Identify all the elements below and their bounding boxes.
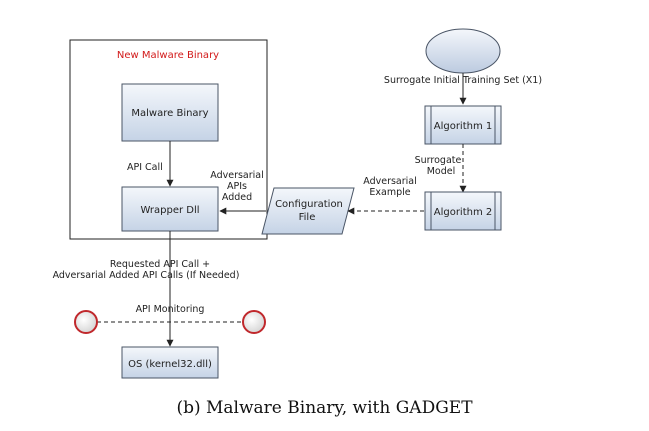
algorithm-1-box [424, 105, 502, 145]
adversarial-apis-label-3: Added [222, 192, 252, 203]
requested-api-call-label-2: Adversarial Added API Calls (If Needed) [53, 270, 240, 281]
surrogate-model-label-2: Model [427, 166, 456, 177]
algorithm-1-label: Algorithm 1 [434, 121, 493, 132]
requested-api-call-label-1: Requested API Call + [110, 259, 210, 270]
container-title: New Malware Binary [117, 50, 219, 61]
configuration-file-label-2: File [299, 212, 316, 223]
surrogate-model-label-1: Surrogate [415, 155, 462, 166]
api-call-label: API Call [127, 162, 163, 173]
malware-container [69, 39, 268, 240]
adversarial-apis-label-1: Adversarial [210, 170, 264, 181]
os-box [121, 346, 219, 379]
os-label: OS (kernel32.dll) [128, 359, 212, 370]
wrapper-dll-label: Wrapper Dll [140, 205, 199, 216]
algorithm-2-box [424, 191, 502, 231]
configuration-file-label-1: Configuration [275, 199, 343, 210]
adversarial-example-label-1: Adversarial [363, 176, 417, 187]
adversarial-example-label-2: Example [369, 187, 410, 198]
algorithm-2-label: Algorithm 2 [434, 207, 493, 218]
figure-caption: (b) Malware Binary, with GADGET [176, 398, 473, 418]
malware-binary-label: Malware Binary [131, 108, 208, 119]
api-monitoring-label: API Monitoring [136, 304, 205, 315]
adversarial-apis-label-2: APIs [227, 181, 247, 192]
training-set-ellipse [425, 28, 501, 74]
monitor-left-node [74, 310, 98, 334]
monitor-right-node [242, 310, 266, 334]
configuration-file-shape [261, 187, 355, 235]
wrapper-dll-box [121, 186, 219, 232]
training-set-label: Surrogate Initial Training Set (X1) [384, 75, 542, 86]
